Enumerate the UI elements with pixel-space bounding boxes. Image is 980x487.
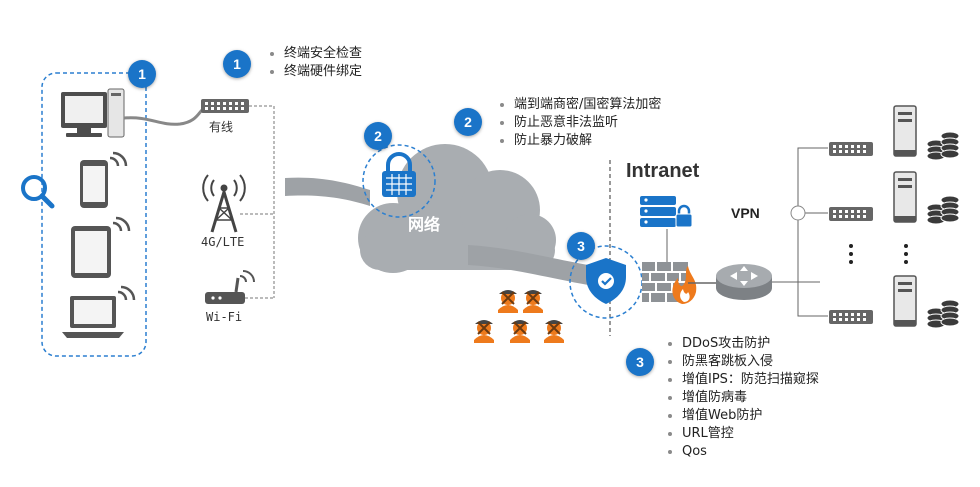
cloud-encryption-ring — [362, 144, 436, 218]
network-switch-icon — [829, 142, 873, 156]
list-item: 增值IPS：防范扫描窥探 — [666, 371, 819, 389]
list-item: URL管控 — [666, 425, 819, 443]
wifi-label: Wi-Fi — [206, 310, 243, 324]
hacker-icon — [498, 290, 518, 313]
network-label: 网络 — [408, 215, 441, 234]
terminal-check-list: 终端安全检查 终端硬件绑定 — [268, 45, 362, 81]
network-cloud — [358, 144, 556, 273]
list-item: 防止恶意非法监听 — [498, 114, 661, 132]
padlock-icon — [382, 152, 416, 197]
vpn-label: VPN — [731, 205, 760, 221]
badge-terminal-checks: 1 — [223, 50, 251, 78]
server-icon — [893, 275, 917, 327]
hacker-icon — [474, 320, 494, 343]
wired-label: 有线 — [209, 120, 234, 134]
server-icon — [893, 171, 917, 223]
list-item: 终端硬件绑定 — [268, 63, 362, 81]
tablet-icon — [71, 216, 131, 278]
list-item: 防止暴力破解 — [498, 132, 661, 150]
laptop-icon — [62, 285, 136, 338]
more-ellipsis — [849, 244, 908, 264]
list-item: 增值Web防护 — [666, 407, 819, 425]
wired-cable — [123, 108, 204, 126]
cell-tower-icon — [202, 174, 246, 233]
list-item: 端到端商密/国密算法加密 — [498, 96, 661, 114]
hacker-group — [474, 290, 564, 343]
list-item: Qos — [666, 443, 819, 461]
network-switch-icon — [201, 99, 249, 113]
badge-encryption: 2 — [454, 108, 482, 136]
list-item: 终端安全检查 — [268, 45, 362, 63]
hacker-icon — [544, 320, 564, 343]
vpn-tunnel-indicator — [790, 205, 806, 221]
intranet-server-icon — [640, 196, 693, 228]
intranet-label: Intranet — [626, 160, 700, 182]
database-icon — [926, 131, 960, 161]
shield-check-icon — [586, 258, 626, 304]
badge-cloud: 2 — [364, 122, 392, 150]
badge-protection: 3 — [626, 348, 654, 376]
desktop-computer-icon — [61, 88, 125, 138]
router-icon — [716, 264, 772, 300]
network-switch-icon — [829, 310, 873, 324]
hacker-icon — [523, 290, 543, 313]
firewall-icon — [642, 262, 697, 304]
network-switch-icon — [829, 207, 873, 221]
access-bracket — [240, 105, 275, 299]
server-icon — [893, 105, 917, 157]
smartphone-icon — [80, 151, 128, 208]
wifi-router-icon — [205, 270, 255, 304]
database-icon — [926, 195, 960, 225]
search-icon — [21, 175, 55, 209]
network-pipe-left — [285, 177, 370, 206]
list-item: 防黑客跳板入侵 — [666, 353, 819, 371]
badge-firewall: 3 — [567, 232, 595, 260]
vpn-distribution-lines — [772, 147, 828, 317]
list-item: DDoS攻击防护 — [666, 335, 819, 353]
badge-device-group: 1 — [128, 60, 156, 88]
network-pipe-right — [468, 245, 620, 290]
encryption-feature-list: 端到端商密/国密算法加密 防止恶意非法监听 防止暴力破解 — [498, 96, 661, 150]
database-icon — [926, 299, 960, 329]
device-group-box — [41, 72, 147, 357]
protection-feature-list: DDoS攻击防护 防黑客跳板入侵 增值IPS：防范扫描窥探 增值防病毒 增值We… — [666, 335, 819, 461]
hacker-icon — [510, 320, 530, 343]
list-item: 增值防病毒 — [666, 389, 819, 407]
cellular-label: 4G/LTE — [201, 235, 245, 249]
